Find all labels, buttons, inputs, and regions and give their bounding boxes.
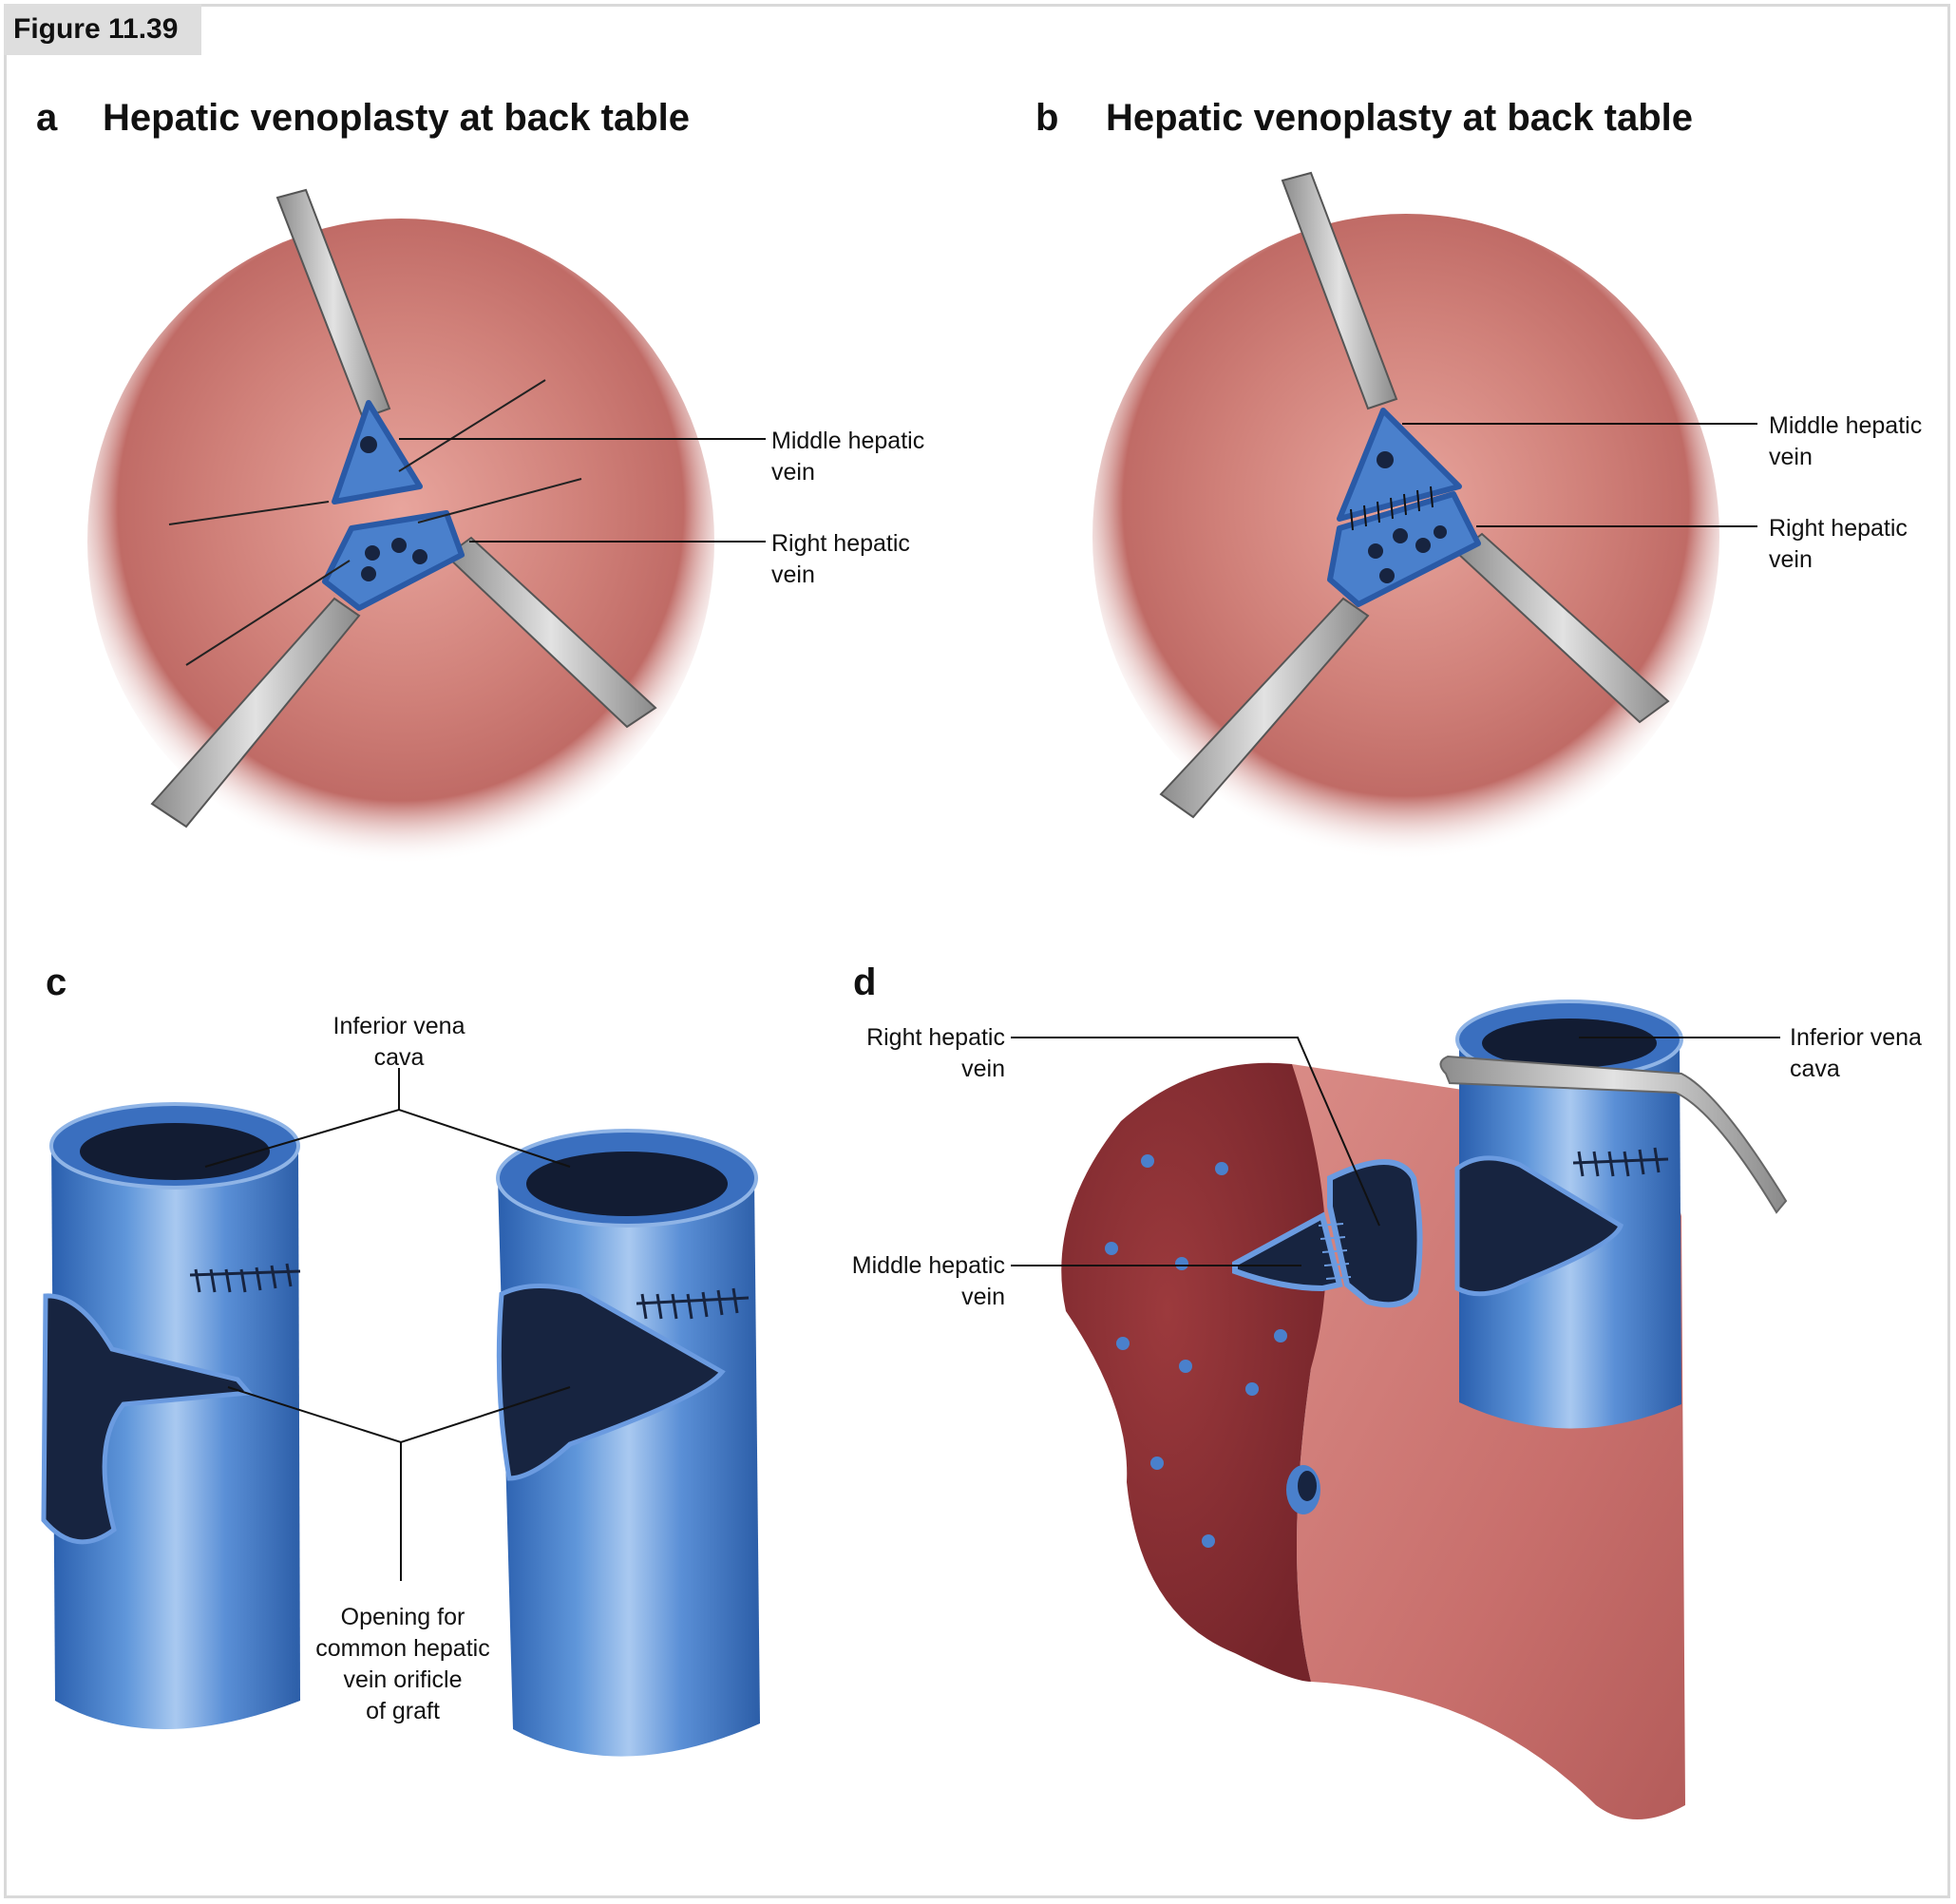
panel-d-letter: d (853, 962, 877, 1003)
panel-b-retractor-bottom-left (1159, 597, 1370, 819)
panel-b-illustration (1092, 171, 1757, 860)
figure-tag: Figure 11.39 (4, 4, 201, 55)
panel-c-letter: c (46, 962, 67, 1003)
panel-a-label-middle-hepatic-vein: Middle hepatic vein (771, 428, 925, 486)
panel-c-left-opening (41, 1293, 255, 1545)
panel-b-retractor-top (1281, 171, 1398, 410)
panel-c-right-ivc (496, 1129, 760, 1757)
panel-d-middle-hepatic-vein (1232, 1211, 1343, 1292)
panel-a-retractor-bottom-left (150, 597, 361, 828)
panel-d-vein-stump (1286, 1465, 1320, 1514)
panel-d-liver-dark (1061, 1062, 1326, 1682)
panel-a-middle-hepatic-vein (332, 400, 423, 505)
panel-d-right-hepatic-vein (1327, 1159, 1423, 1308)
panel-d-ligature-dots (1105, 1154, 1287, 1548)
panel-b-letter: b (1035, 97, 1059, 139)
panel-c-right-opening (496, 1284, 726, 1481)
panel-b-label-right-hepatic-vein: Right hepatic vein (1769, 515, 1908, 573)
panel-b-label-middle-hepatic-vein: Middle hepatic vein (1769, 412, 1923, 470)
panel-a-retractor-bottom-right (445, 536, 657, 729)
panel-a-title: Hepatic venoplasty at back table (103, 97, 691, 139)
panel-c-illustration (41, 1068, 760, 1757)
panel-b-suture-line (1350, 486, 1434, 531)
panel-c-label-opening: Opening for common hepatic vein orificle… (315, 1604, 490, 1724)
panel-c-left-ivc (41, 1102, 301, 1729)
panel-b-title: Hepatic venoplasty at back table (1106, 97, 1694, 139)
panel-a-retractor-top (275, 188, 391, 420)
panel-b-right-hepatic-vein (1327, 491, 1481, 607)
panel-d-illustration (1011, 1000, 1788, 1819)
panel-d-clamp (1439, 1055, 1788, 1214)
panel-d-label-ivc: Inferior vena cava (1790, 1024, 1922, 1082)
panel-a-illustration (87, 188, 766, 865)
figure-frame (4, 4, 1950, 1898)
panel-a-letter: a (36, 97, 58, 139)
panel-b-middle-hepatic-vein (1337, 408, 1462, 522)
panel-a-label-right-hepatic-vein: Right hepatic vein (771, 530, 910, 588)
panel-c-label-ivc: Inferior vena cava (332, 1013, 465, 1071)
panel-d-label-middle-hepatic-vein: Middle hepatic vein (851, 1252, 1005, 1310)
panel-d-label-right-hepatic-vein: Right hepatic vein (866, 1024, 1005, 1082)
